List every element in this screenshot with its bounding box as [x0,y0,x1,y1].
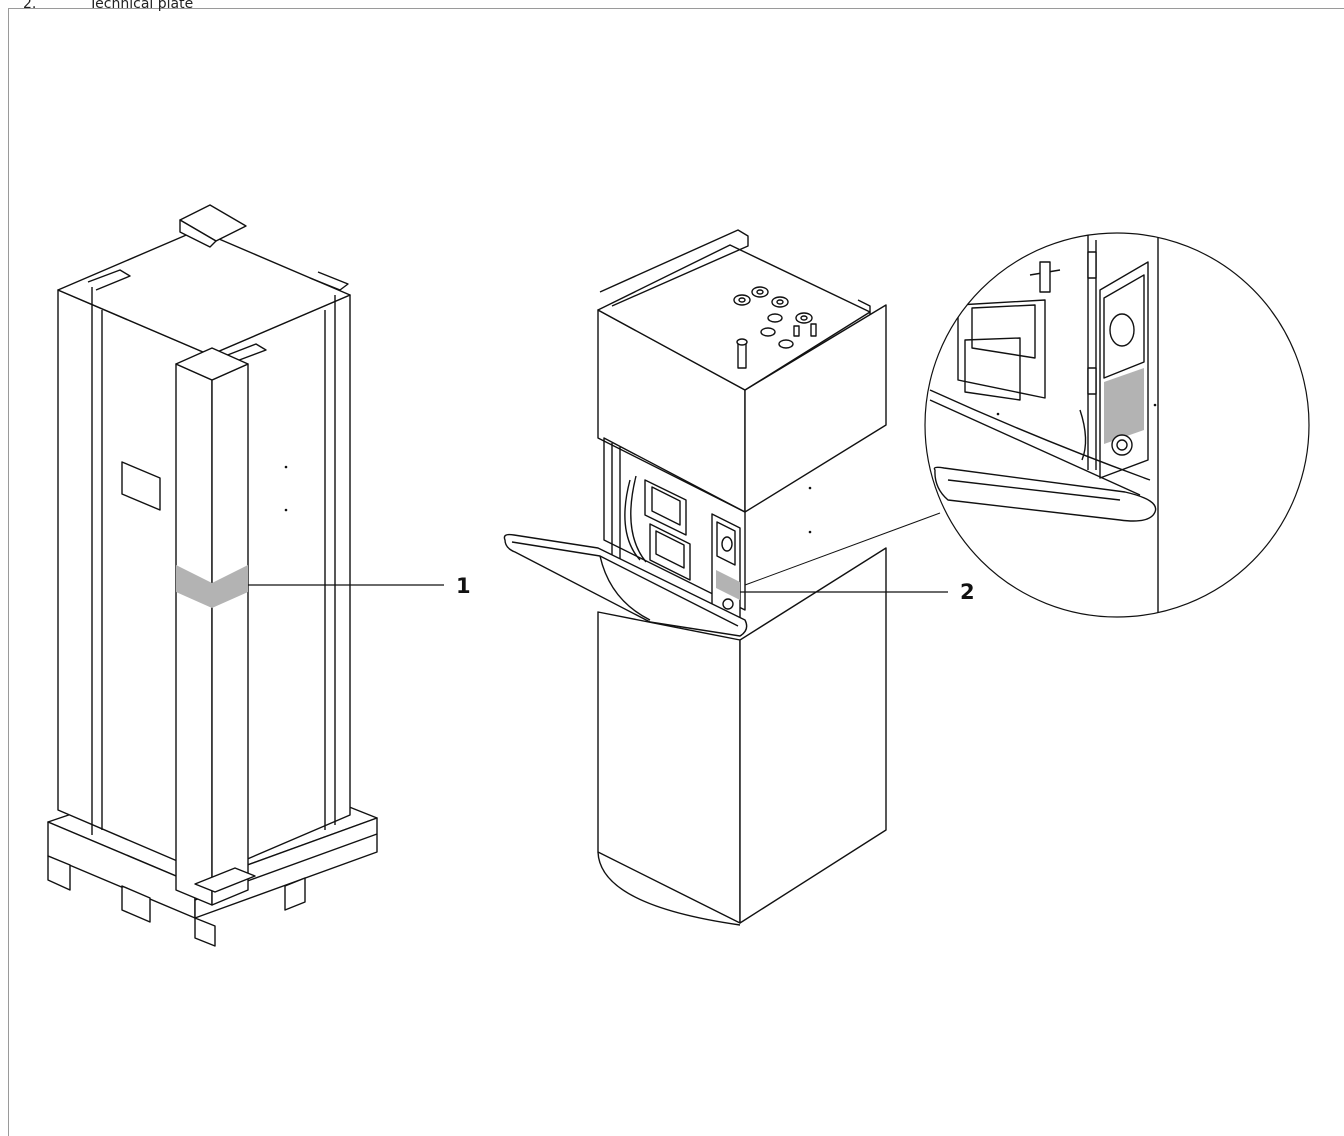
corner-protector [175,347,256,906]
carton-label [121,461,161,511]
caption-number: 2. [23,0,37,12]
figure-caption: 2. Technical plate [23,0,193,12]
detail-magnifier [744,232,1310,618]
service-panel [711,513,741,631]
technical-plate-highlight-2 [716,570,740,600]
callout-2: 2 [960,580,975,604]
pipe-connections [733,286,817,369]
control-units [624,475,691,581]
technical-plate-highlight-1 [176,565,248,608]
callout-1: 1 [456,574,471,598]
caption-title: Technical plate [89,0,194,12]
detail-plate-highlight [1104,368,1144,444]
packaged-unit [47,204,378,947]
figure-frame: 2. Technical plate [8,0,1344,1136]
lower-cabinet-side [739,547,887,924]
open-door-panel [503,533,748,637]
heat-pump-unit [503,229,887,926]
lower-cabinet-front [597,611,741,924]
